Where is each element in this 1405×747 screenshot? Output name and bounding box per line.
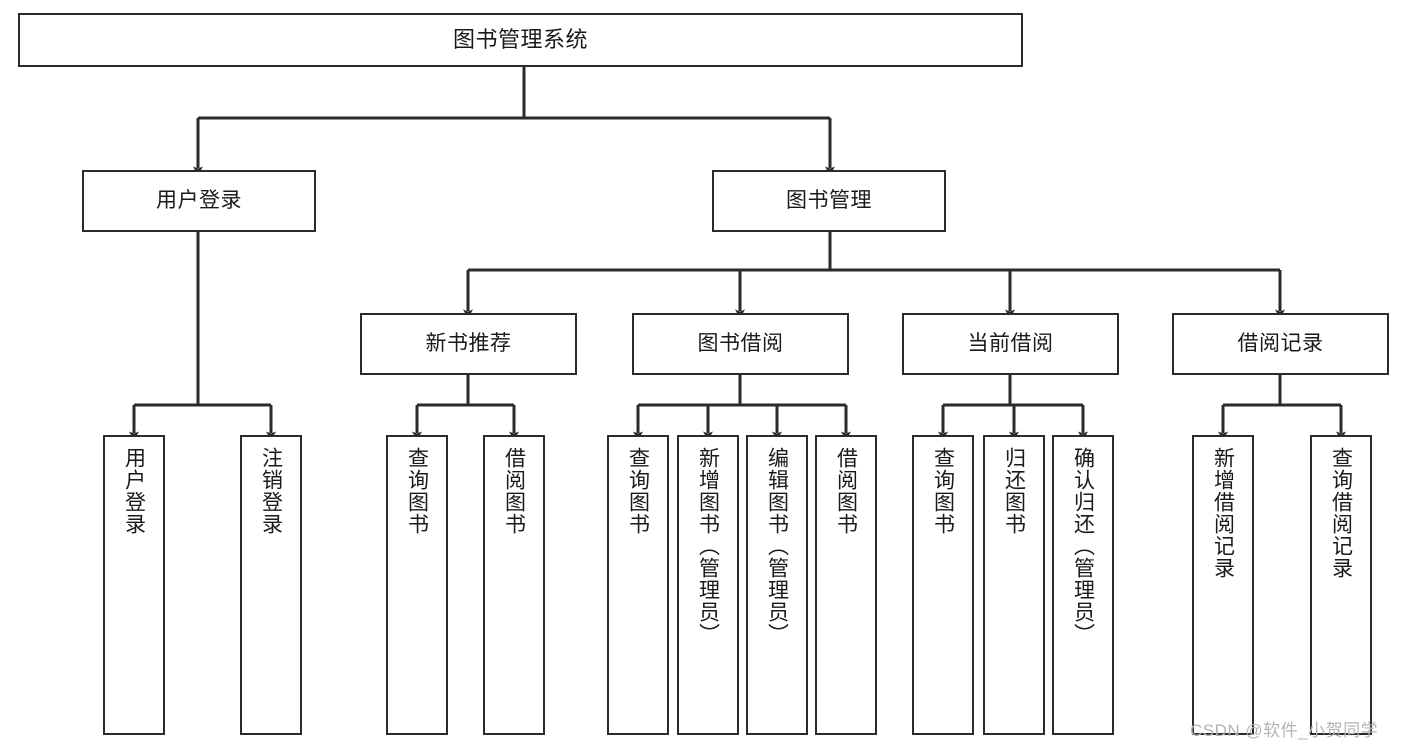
- node-root[interactable]: 图书管理系统: [18, 13, 1023, 67]
- node-label-leaf-query-book-current: 查询图书: [931, 447, 955, 535]
- node-leaf-query-borrow-record[interactable]: 查询借阅记录: [1310, 435, 1372, 735]
- node-new-book-recommend[interactable]: 新书推荐: [360, 313, 577, 375]
- node-label-book-manage: 图书管理: [786, 188, 872, 212]
- node-user-login[interactable]: 用户登录: [82, 170, 316, 232]
- node-label-new-book-recommend: 新书推荐: [425, 331, 512, 355]
- node-label-leaf-add-book: 新增图书（管理员）: [696, 447, 720, 645]
- node-label-leaf-query-book-borrow: 查询图书: [626, 447, 650, 535]
- node-label-leaf-borrow-book-recommend: 借阅图书: [502, 447, 526, 535]
- watermark-text: CSDN @软件_小贺同学: [1190, 721, 1379, 740]
- node-current-borrow[interactable]: 当前借阅: [902, 313, 1119, 375]
- node-leaf-return-book[interactable]: 归还图书: [983, 435, 1045, 735]
- node-label-leaf-confirm-return: 确认归还（管理员）: [1071, 447, 1095, 645]
- node-leaf-add-book[interactable]: 新增图书（管理员）: [677, 435, 739, 735]
- node-book-borrow[interactable]: 图书借阅: [632, 313, 849, 375]
- node-label-leaf-user-logout: 注销登录: [259, 447, 283, 535]
- node-label-borrow-record: 借阅记录: [1237, 331, 1324, 355]
- node-book-manage[interactable]: 图书管理: [712, 170, 946, 232]
- node-leaf-user-logout[interactable]: 注销登录: [240, 435, 302, 735]
- node-label-leaf-borrow-book: 借阅图书: [834, 447, 858, 535]
- node-label-book-borrow: 图书借阅: [697, 331, 784, 355]
- node-leaf-borrow-book[interactable]: 借阅图书: [815, 435, 877, 735]
- node-leaf-confirm-return[interactable]: 确认归还（管理员）: [1052, 435, 1114, 735]
- node-leaf-user-login[interactable]: 用户登录: [103, 435, 165, 735]
- node-label-leaf-edit-book: 编辑图书（管理员）: [765, 447, 789, 645]
- node-borrow-record[interactable]: 借阅记录: [1172, 313, 1389, 375]
- node-label-leaf-query-book-recommend: 查询图书: [405, 447, 429, 535]
- connector-group: [129, 67, 1346, 441]
- node-label-root: 图书管理系统: [452, 27, 588, 53]
- node-leaf-edit-book[interactable]: 编辑图书（管理员）: [746, 435, 808, 735]
- node-leaf-query-book-current[interactable]: 查询图书: [912, 435, 974, 735]
- node-label-leaf-user-login: 用户登录: [122, 447, 146, 535]
- node-leaf-borrow-book-recommend[interactable]: 借阅图书: [483, 435, 545, 735]
- node-label-user-login: 用户登录: [156, 188, 242, 212]
- node-leaf-query-book-borrow[interactable]: 查询图书: [607, 435, 669, 735]
- node-leaf-add-borrow-record[interactable]: 新增借阅记录: [1192, 435, 1254, 735]
- node-label-current-borrow: 当前借阅: [967, 331, 1054, 355]
- node-label-leaf-add-borrow-record: 新增借阅记录: [1211, 447, 1235, 579]
- node-label-leaf-return-book: 归还图书: [1002, 447, 1026, 535]
- node-label-leaf-query-borrow-record: 查询借阅记录: [1329, 447, 1353, 579]
- node-leaf-query-book-recommend[interactable]: 查询图书: [386, 435, 448, 735]
